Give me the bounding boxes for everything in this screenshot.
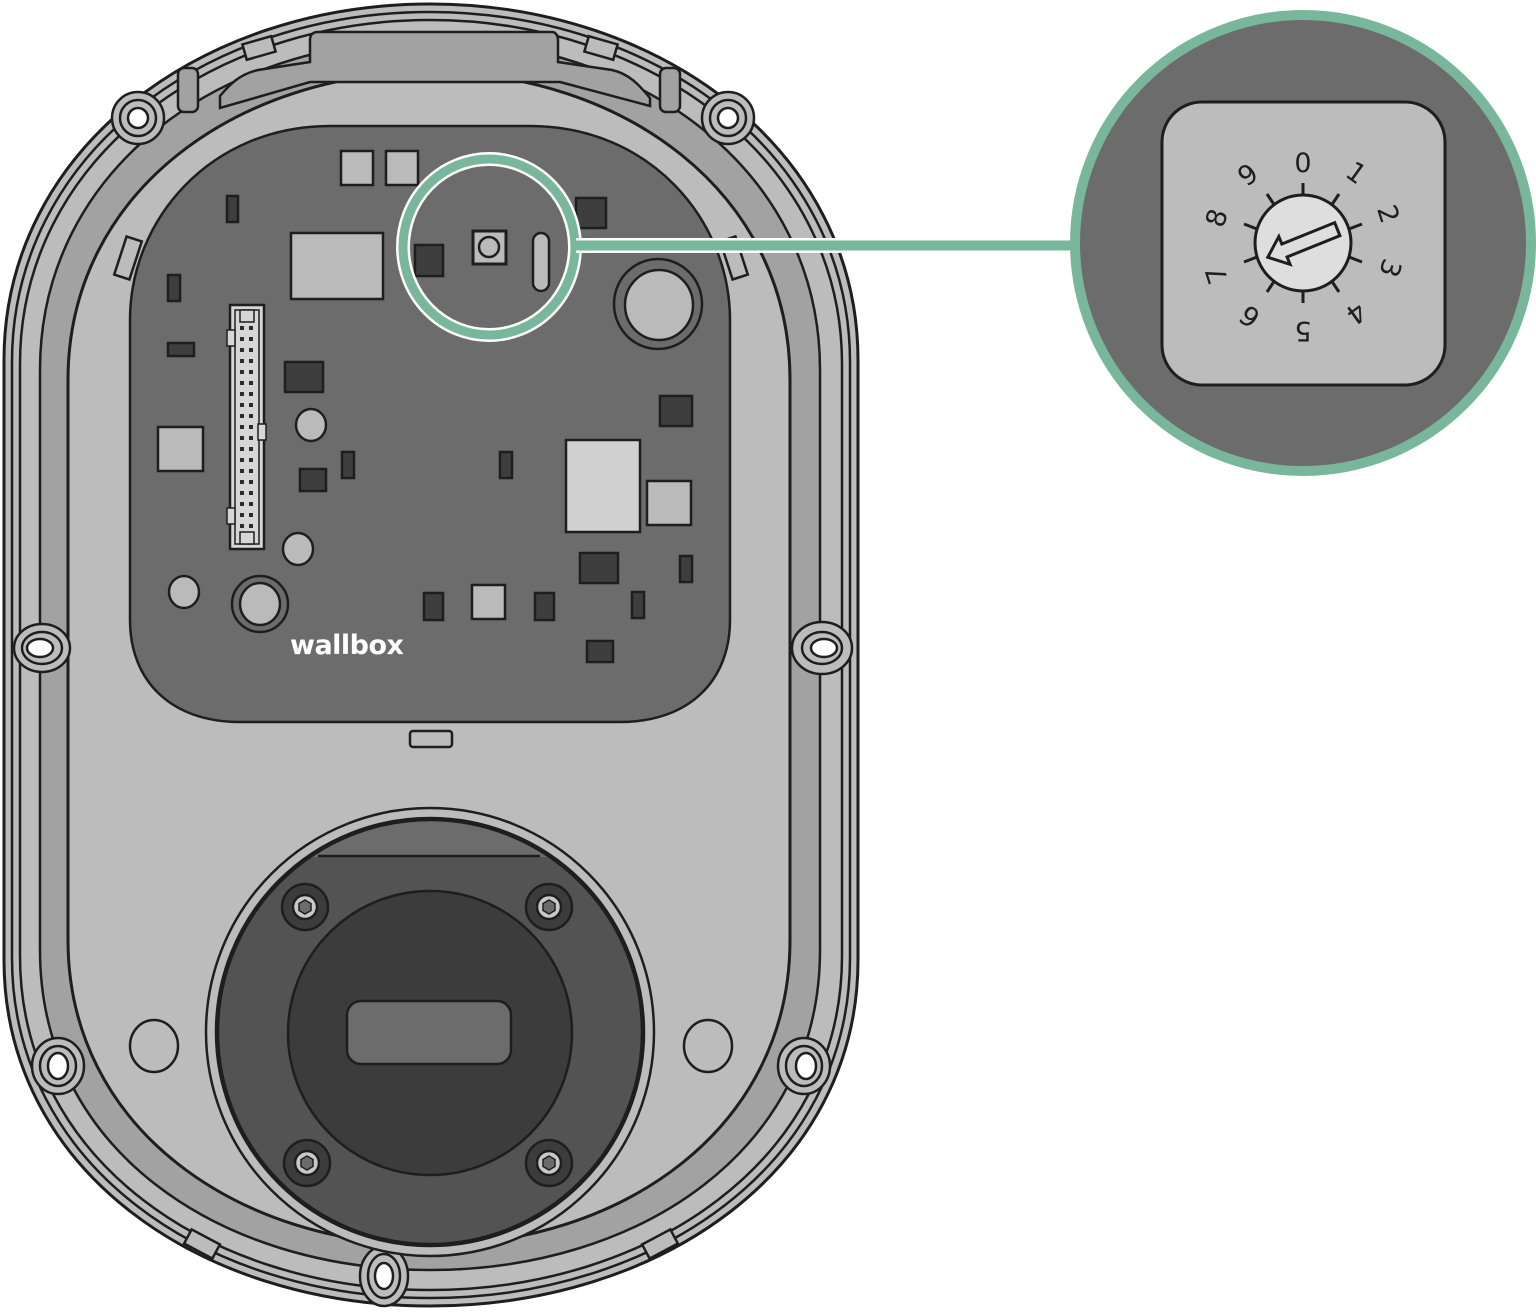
component (156, 425, 205, 473)
latch-clip (176, 66, 200, 114)
component-round (167, 574, 201, 610)
mounting-hole (700, 90, 756, 146)
mounting-hole (110, 90, 166, 146)
component (678, 554, 694, 584)
screw (280, 882, 330, 932)
callout-leader (396, 152, 1076, 342)
component (225, 194, 240, 224)
callout-magnifier: 0 1 2 3 4 5 6 7 8 9 (1070, 10, 1536, 476)
rotary-switch-small (471, 229, 508, 266)
oval-component (531, 231, 551, 293)
component (422, 591, 445, 622)
component (166, 341, 196, 358)
screw (524, 1138, 574, 1188)
screw (282, 1138, 332, 1188)
side-tab (112, 234, 144, 282)
brand-logo: wallbox (290, 630, 404, 661)
dial-position-5: 5 (1294, 315, 1311, 346)
socket-window (345, 999, 513, 1066)
slot (240, 34, 278, 62)
top-ridge (218, 30, 652, 110)
capacitor (230, 574, 290, 634)
screw (524, 882, 574, 932)
slot (182, 1227, 222, 1261)
component (564, 438, 642, 534)
mounting-hole (12, 622, 72, 674)
component (533, 591, 556, 622)
component (658, 394, 694, 428)
pcb-outline (128, 124, 732, 724)
component (339, 149, 375, 187)
boss (682, 1018, 734, 1074)
center-tab (408, 729, 454, 749)
mounting-hole (790, 620, 854, 676)
mounting-hole (776, 1036, 832, 1096)
dial-arrow-icon (1265, 220, 1342, 267)
slot (640, 1227, 680, 1261)
charging-socket (204, 806, 656, 1258)
latch-clip (658, 66, 682, 114)
pcb-board: wallbox (128, 124, 732, 724)
component (283, 360, 325, 394)
mounting-hole (30, 1036, 86, 1096)
component-round (281, 531, 315, 567)
component (340, 450, 356, 480)
capacitor (612, 257, 704, 351)
component (578, 551, 620, 585)
component (470, 583, 507, 621)
component (298, 467, 328, 493)
slot (582, 34, 620, 62)
pin-header-connector (226, 303, 267, 551)
component (413, 243, 445, 278)
component (585, 639, 615, 664)
boss (128, 1018, 180, 1074)
component (498, 450, 514, 480)
component (630, 590, 646, 620)
component (384, 149, 420, 187)
component (166, 273, 182, 303)
mounting-hole (358, 1244, 410, 1308)
component (645, 479, 693, 527)
component (289, 231, 385, 301)
component (574, 196, 608, 230)
component-round (294, 407, 328, 443)
dial-position-0: 0 (1294, 148, 1311, 179)
